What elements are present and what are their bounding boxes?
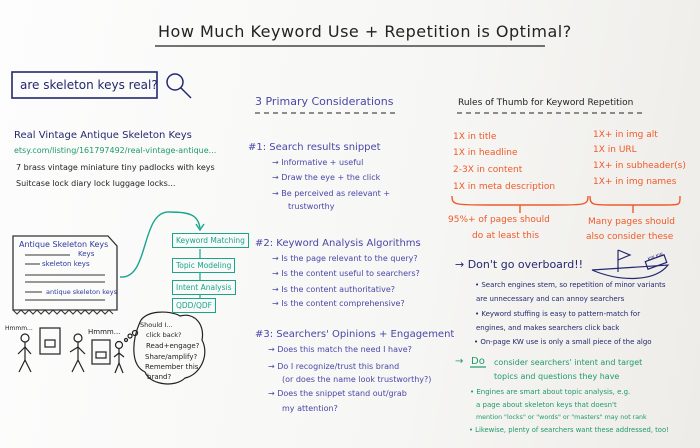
do-bullet: a page about skeleton keys that doesn't	[476, 401, 617, 409]
search-box-outline	[11, 71, 158, 99]
do-arrow: →	[455, 356, 464, 367]
rules-heading: Rules of Thumb for Keyword Repetition	[458, 98, 634, 108]
document-title: Antique Skeleton Keys	[19, 240, 109, 249]
hmm-text: Hmmm...	[88, 328, 121, 336]
consideration-label: #1: Search results snippet	[248, 142, 381, 153]
overboard-bullet: • Keyword stuffing is easy to pattern-ma…	[475, 310, 641, 318]
flow-step-intent-analysis: Intent Analysis	[172, 280, 236, 295]
flow-step-keyword-matching: Keyword Matching	[172, 233, 249, 248]
do-word: Do	[471, 356, 485, 367]
consideration-point: → Be perceived as relevant +	[272, 189, 391, 198]
thought-line: click back?	[146, 331, 182, 339]
serp-snippet-line: 7 brass vintage miniature tiny padlocks …	[16, 163, 215, 172]
serp-title: Real Vintage Antique Skeleton Keys	[14, 130, 192, 141]
flow-curve-arrow	[119, 211, 201, 278]
overboard-heading: → Don't go overboard!!	[455, 258, 584, 271]
rule-item: 1X in title	[453, 132, 497, 142]
document-line: skeleton keys	[42, 260, 90, 268]
rule-item: 1X in meta description	[453, 182, 556, 192]
do-heading: consider searchers' intent and target	[494, 358, 643, 367]
thought-line: Share/amplify?	[145, 353, 198, 361]
rule-item: 1X+ in subheader(s)	[593, 161, 686, 171]
serp-snippet-line: Suitcase lock diary lock luggage locks..…	[16, 179, 176, 188]
search-query: are skeleton keys real?	[20, 78, 158, 92]
stick-figures	[17, 311, 206, 385]
serp-url: etsy.com/listing/161797492/real-vintage-…	[14, 146, 217, 155]
consideration-point: → Does this match the need I have?	[268, 345, 412, 354]
rule-note: Many pages should	[588, 217, 676, 227]
thought-line: Remember this	[145, 363, 199, 371]
consideration-point: → Is the content authoritative?	[272, 285, 396, 294]
rule-item: 1X+ in img names	[593, 177, 677, 187]
do-bullet: mention "locks" or "words" or "masters" …	[476, 414, 647, 421]
do-heading: topics and questions they have	[494, 372, 620, 381]
consideration-point: trustworthy	[288, 202, 335, 211]
do-bullet: • Likewise, plenty of searchers want the…	[469, 426, 669, 434]
consideration-point: → Do I recognize/trust this brand	[268, 362, 400, 371]
overboard-bullet: engines, and makes searchers click back	[476, 324, 620, 332]
consideration-point: → Is the page relevant to the query?	[272, 254, 418, 263]
document-line: antique skeleton keys	[46, 288, 117, 296]
overboard-bullet: • On-page KW use is only a small piece o…	[474, 338, 652, 346]
overboard-bullet: are unnecessary and can annoy searchers	[476, 295, 625, 303]
rule-note: 95%+ of pages should	[448, 215, 550, 225]
rule-item: 1X in URL	[593, 145, 637, 155]
thought-line: brand?	[147, 373, 172, 381]
thought-line: Should I...	[140, 321, 173, 329]
consideration-point: → Is the content useful to searchers?	[272, 269, 420, 278]
consideration-label: #3: Searchers' Opinions + Engagement	[255, 329, 455, 340]
consideration-point: my attention?	[282, 404, 338, 413]
document-line: Keys	[78, 250, 95, 258]
braces	[451, 195, 681, 213]
boat-icon	[591, 249, 670, 279]
rule-item: 1X+ in img alt	[593, 130, 658, 140]
consideration-point: → Draw the eye + the click	[272, 173, 381, 182]
page-title: How Much Keyword Use + Repetition is Opt…	[158, 22, 572, 41]
rule-item: 1X in headline	[453, 148, 518, 158]
rule-item: 2-3X in content	[453, 165, 523, 175]
rule-note: do at least this	[472, 231, 540, 241]
magnifier-icon	[166, 73, 192, 99]
flow-step-qdd-qdf: QDD/QDF	[172, 298, 216, 313]
consideration-point: → Informative + useful	[272, 158, 364, 167]
thought-line: Read+engage?	[146, 342, 200, 350]
flow-step-topic-modeling: Topic Modeling	[172, 258, 236, 273]
consideration-point: → Is the content comprehensive?	[272, 299, 405, 308]
document-drawing	[12, 235, 118, 315]
considerations-heading: 3 Primary Considerations	[255, 95, 394, 108]
consideration-label: #2: Keyword Analysis Algorithms	[255, 238, 421, 249]
do-bullet: • Engines are smart about topic analysis…	[470, 388, 631, 396]
hmm-text: Hmmm...	[5, 325, 33, 332]
rule-note: also consider these	[586, 232, 674, 242]
consideration-point: → Does the snippet stand out/grab	[268, 389, 407, 398]
overboard-bullet: • Search engines stem, so repetition of …	[475, 281, 666, 289]
consideration-point: (or does the name look trustworthy?)	[282, 375, 432, 384]
